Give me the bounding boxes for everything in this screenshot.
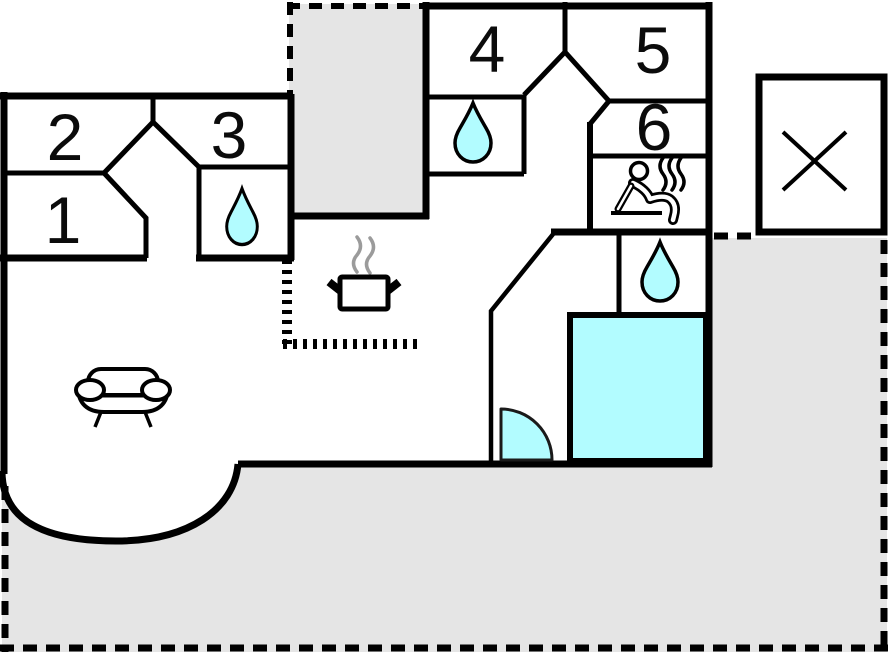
sauna-person-head (628, 160, 650, 182)
room-3-label: 3 (211, 98, 248, 172)
pot-body (337, 274, 391, 312)
wall-segment (102, 94, 201, 175)
room-5-label: 5 (635, 13, 672, 87)
wall-segment (196, 164, 291, 258)
wall-segment (426, 94, 527, 177)
sofa-icon (74, 367, 172, 428)
wall-segment (102, 171, 149, 258)
sofa-legs (93, 411, 153, 428)
sofa-arm-left (74, 378, 106, 402)
terrace-areas (2, 4, 887, 652)
water-drop-icon (640, 237, 680, 303)
room-labels: 1 2 3 4 5 6 (45, 12, 673, 257)
kitchen-partition-dotted (282, 260, 421, 349)
sauna-person-body-inner (630, 180, 678, 223)
wall-segment (588, 98, 709, 126)
sofa-arm-right (140, 378, 172, 402)
sauna-person-icon (611, 156, 686, 225)
wall-segment (522, 2, 611, 103)
wall-segment (488, 231, 556, 464)
curved-wall (0, 463, 242, 545)
terrace-top (289, 4, 426, 216)
sauna-person-arm-inner (616, 184, 633, 211)
room-4-label: 4 (469, 12, 506, 86)
door-swing-icon (499, 407, 554, 462)
water-drop-icon (225, 184, 259, 247)
steam-icon (351, 235, 376, 275)
interior-walls (2, 2, 709, 464)
carport (755, 73, 888, 236)
carport-cross-icon (781, 130, 848, 192)
exterior-walls (0, 2, 713, 545)
pool (567, 312, 709, 464)
heat-waves-icon (658, 156, 686, 192)
terrace-main (2, 238, 887, 652)
stove-pot-icon (326, 235, 402, 312)
room-1-label: 1 (45, 183, 82, 257)
room-6-label: 6 (636, 90, 673, 164)
water-drop-icons (225, 98, 680, 303)
room-2-label: 2 (47, 100, 84, 174)
water-drop-icon (453, 98, 493, 164)
